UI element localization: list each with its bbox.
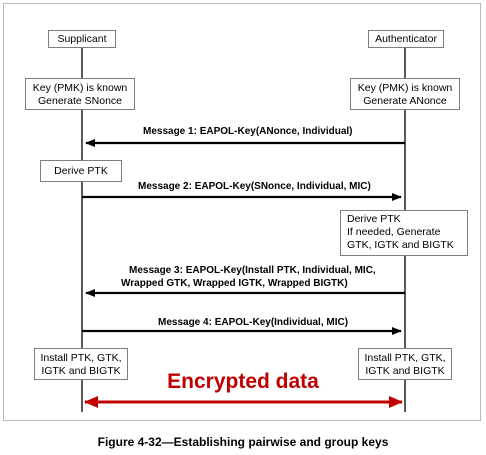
message-2-label: Message 2: EAPOL-Key(SNonce, Individual,… <box>138 181 371 192</box>
authenticator-derive-line-2: If needed, Generate <box>347 226 441 238</box>
supplicant-install-line-2: IGTK and BIGTK <box>41 365 121 377</box>
authenticator-key-line-2: Generate ANonce <box>363 95 447 107</box>
authenticator-derive-line-3: GTK, IGTK and BIGTK <box>347 239 454 251</box>
authenticator-label: Authenticator <box>375 33 437 45</box>
message-1-label: Message 1: EAPOL-Key(ANonce, Individual) <box>143 126 353 137</box>
supplicant-derive-box: Derive PTK <box>40 160 122 182</box>
message-3-label-line-1: Message 3: EAPOL-Key(Install PTK, Indivi… <box>129 265 376 276</box>
authenticator-header: Authenticator <box>368 30 444 48</box>
supplicant-derive-text: Derive PTK <box>54 165 108 177</box>
supplicant-key-line-1: Key (PMK) is known <box>32 82 128 94</box>
message-3-label-line-2: Wrapped GTK, Wrapped IGTK, Wrapped BIGTK… <box>121 278 348 289</box>
supplicant-header: Supplicant <box>48 30 116 48</box>
supplicant-label: Supplicant <box>57 33 107 45</box>
authenticator-install-line-1: Install PTK, GTK, <box>364 352 446 364</box>
encrypted-data-label: Encrypted data <box>167 370 319 393</box>
authenticator-key-line-1: Key (PMK) is known <box>357 82 453 94</box>
authenticator-install-box: Install PTK, GTK, IGTK and BIGTK <box>358 348 452 380</box>
authenticator-install-line-2: IGTK and BIGTK <box>365 365 445 377</box>
message-4-label: Message 4: EAPOL-Key(Individual, MIC) <box>158 317 349 328</box>
authenticator-key-box: Key (PMK) is known Generate ANonce <box>350 78 460 110</box>
supplicant-key-box: Key (PMK) is known Generate SNonce <box>25 78 135 110</box>
supplicant-install-box: Install PTK, GTK, IGTK and BIGTK <box>34 348 128 380</box>
authenticator-derive-line-1: Derive PTK <box>347 213 401 225</box>
diagram-frame <box>3 3 481 421</box>
authenticator-derive-box: Derive PTK If needed, Generate GTK, IGTK… <box>340 210 468 256</box>
supplicant-key-line-2: Generate SNonce <box>37 95 123 107</box>
supplicant-install-line-1: Install PTK, GTK, <box>40 352 122 364</box>
figure-caption: Figure 4-32—Establishing pairwise and gr… <box>97 435 389 449</box>
